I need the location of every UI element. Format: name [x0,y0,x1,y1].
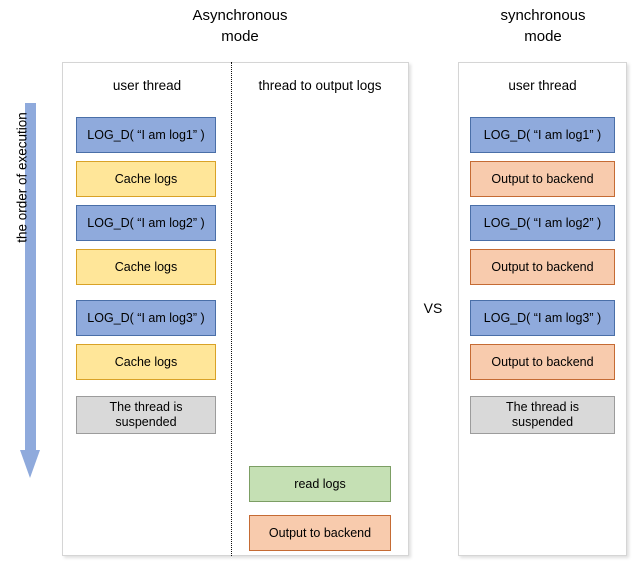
step-box[interactable]: Output to backend [249,515,391,551]
step-box[interactable]: read logs [249,466,391,502]
sync-mode-title: synchronous mode [500,7,586,45]
order-of-execution-arrow [20,103,40,478]
lane-header-async-output-thread: thread to output logs [258,78,382,93]
step-box[interactable]: LOG_D( “I am log3” ) [76,300,216,336]
arrow-shaft [25,103,36,451]
step-box[interactable]: LOG_D( “I am log1” ) [76,117,216,153]
step-box[interactable]: Output to backend [470,249,615,285]
async-mode-title: Asynchronous mode [192,7,288,45]
step-box[interactable]: LOG_D( “I am log2” ) [470,205,615,241]
step-box[interactable]: Cache logs [76,161,216,197]
step-box[interactable]: Output to backend [470,344,615,380]
step-box[interactable]: Cache logs [76,249,216,285]
arrow-head-icon [20,450,40,478]
thread-lane-divider [231,62,232,556]
versus-label: VS [423,300,443,316]
step-box[interactable]: Cache logs [76,344,216,380]
step-box[interactable]: LOG_D( “I am log2” ) [76,205,216,241]
lane-header-sync-user-thread: user thread [508,78,577,93]
step-box[interactable]: Output to backend [470,161,615,197]
lane-header-async-user-thread: user thread [112,78,182,93]
step-box[interactable]: LOG_D( “I am log3” ) [470,300,615,336]
step-box[interactable]: LOG_D( “I am log1” ) [470,117,615,153]
order-of-execution-label: the order of execution [14,112,30,243]
step-box[interactable]: The thread is suspended [76,396,216,434]
step-box[interactable]: The thread is suspended [470,396,615,434]
